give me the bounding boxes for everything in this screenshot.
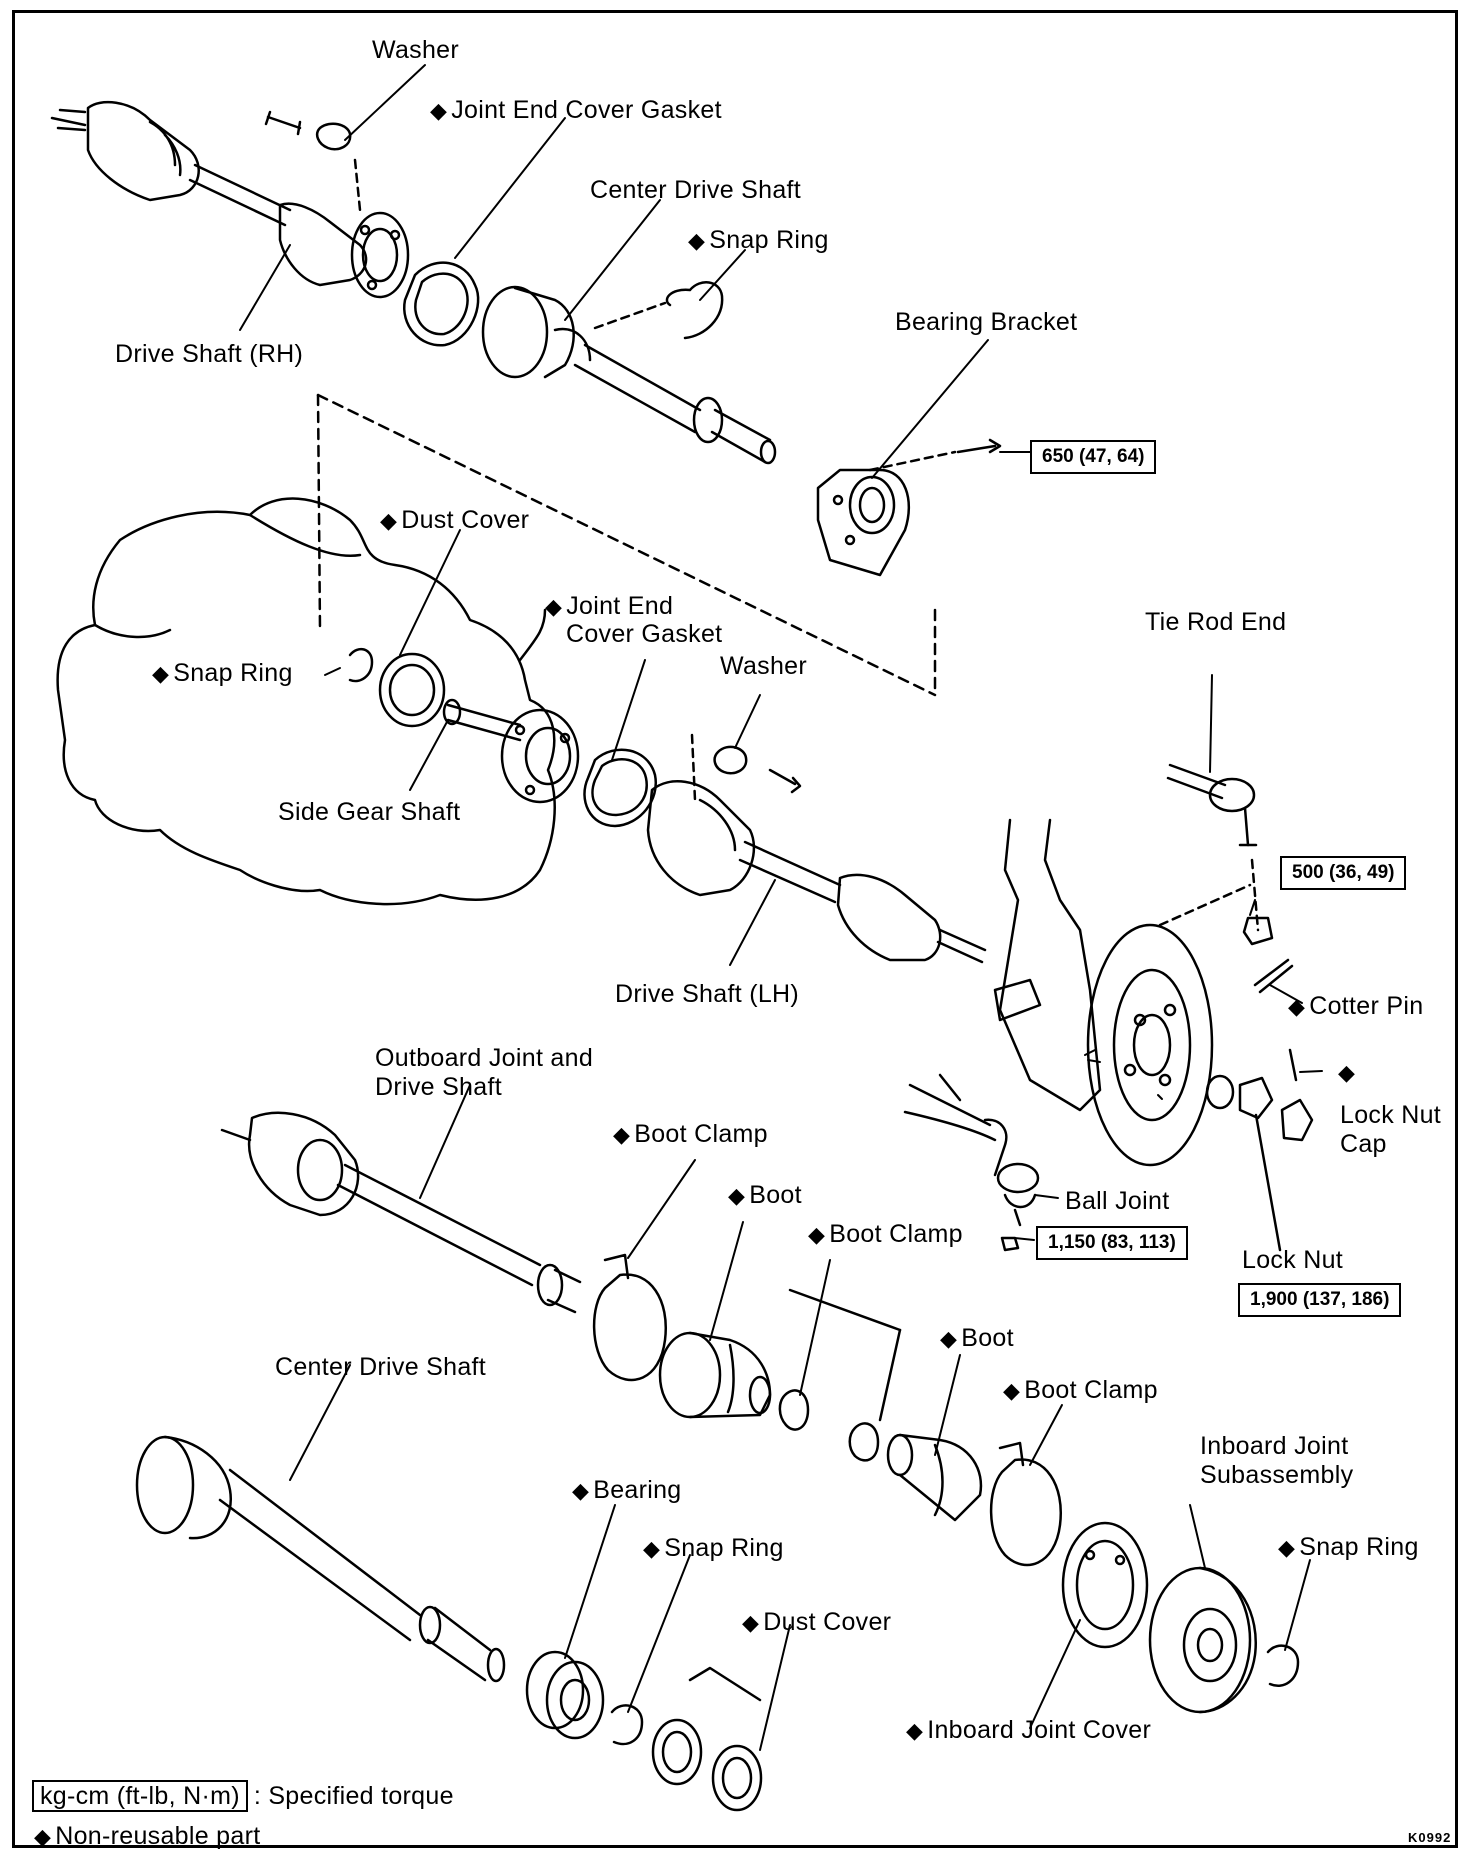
label-side-gear-shaft: Side Gear Shaft <box>278 798 461 826</box>
label-snap-ring-bottom-mid: ◆Snap Ring <box>643 1534 784 1562</box>
snap-ring-mid-drawing <box>348 647 374 683</box>
label-inboard-joint-2: Subassembly <box>1200 1461 1354 1489</box>
leader-lines <box>239 64 1323 1751</box>
center-drive-shaft-bottom-drawing <box>135 1435 506 1683</box>
washer-mid-drawing <box>713 745 748 775</box>
snap-ring-bottom-right-drawing <box>1266 1644 1300 1687</box>
legend-unit-box: kg-cm (ft-lb, N·m) <box>32 1780 248 1812</box>
boot-clamp-3-drawing <box>848 1422 880 1462</box>
label-outboard-joint-2: Drive Shaft <box>375 1073 502 1101</box>
castle-nut-drawing <box>1242 916 1274 946</box>
bearing-bracket-drawing <box>816 438 1002 577</box>
torque-bearing-bracket-bolt: 650 (47, 64) <box>1030 440 1157 474</box>
label-lock-nut-cap-1: Lock Nut <box>1340 1101 1442 1129</box>
label-bearing-bracket: Bearing Bracket <box>895 308 1078 336</box>
hub-washer-drawing <box>1205 1074 1235 1110</box>
boot-2-drawing <box>886 1433 983 1522</box>
dust-cover-bottom-drawing <box>651 1718 763 1812</box>
knuckle-disc-drawing <box>993 818 1214 1167</box>
label-dust-cover-mid: ◆Dust Cover <box>380 506 530 534</box>
lock-nut-cap-drawing <box>1280 1098 1314 1142</box>
snap-ring-bottom-mid-drawing <box>610 1704 644 1746</box>
label-ball-joint: Ball Joint <box>1065 1187 1170 1215</box>
boot-clamp-1-drawing <box>592 1253 668 1382</box>
transaxle-outline <box>56 497 556 906</box>
inboard-joint-drawing <box>1148 1566 1257 1714</box>
label-dust-cover-bottom: ◆Dust Cover <box>742 1608 892 1636</box>
diagram-frame <box>12 10 1458 1848</box>
legend-specified-torque: kg-cm (ft-lb, N·m): Specified torque <box>32 1780 454 1812</box>
boot-clamp-2-drawing <box>778 1389 810 1431</box>
dust-cover-mid-drawing <box>378 652 446 728</box>
label-boot-1: ◆Boot <box>728 1181 802 1209</box>
label-inboard-joint-cover: ◆Inboard Joint Cover <box>906 1716 1152 1744</box>
outboard-joint-shaft-drawing <box>220 1111 582 1314</box>
label-tie-rod-end: Tie Rod End <box>1145 608 1287 636</box>
label-washer-mid: Washer <box>720 652 808 680</box>
cotter-pin-drawing <box>1253 958 1294 994</box>
lock-nut-drawing <box>1238 1076 1274 1120</box>
label-outboard-joint-1: Outboard Joint and <box>375 1044 594 1072</box>
label-boot-clamp-1: ◆Boot Clamp <box>613 1120 768 1148</box>
label-drive-shaft-lh: Drive Shaft (LH) <box>615 980 800 1008</box>
torque-ball-joint-bolt: 1,150 (83, 113) <box>1036 1226 1188 1260</box>
tie-rod-end-drawing <box>1166 763 1258 847</box>
gasket-mid-drawing <box>583 748 658 828</box>
label-boot-2: ◆Boot <box>940 1324 1014 1352</box>
label-boot-clamp-3: ◆Boot Clamp <box>1003 1376 1158 1404</box>
label-boot-clamp-2: ◆Boot Clamp <box>808 1220 963 1248</box>
ball-joint-drawing <box>996 1162 1040 1227</box>
drive-shaft-rh-drawing <box>50 100 410 299</box>
drive-shaft-lh-drawing <box>646 780 987 964</box>
label-snap-ring-bottom-right: ◆Snap Ring <box>1278 1533 1419 1561</box>
inboard-joint-cover-drawing <box>1061 1521 1149 1649</box>
side-gear-shaft-drawing <box>442 698 580 804</box>
label-snap-ring-top: ◆Snap Ring <box>688 226 829 254</box>
label-lock-nut-cap-2: Cap <box>1340 1130 1387 1158</box>
label-lock-nut: Lock Nut <box>1242 1246 1344 1274</box>
gasket-top-drawing <box>402 261 480 347</box>
label-bearing: ◆Bearing <box>572 1476 682 1504</box>
label-washer-top: Washer <box>372 36 460 64</box>
label-cotter-pin: ◆Cotter Pin <box>1288 992 1424 1020</box>
snap-ring-top-drawing <box>665 281 724 340</box>
label-joint-end-cover-gasket-top: ◆Joint End Cover Gasket <box>430 96 722 124</box>
lower-arm-drawing <box>903 1073 1008 1177</box>
label-diamond-pin: ◆ <box>1338 1060 1356 1085</box>
label-snap-ring-mid: ◆Snap Ring <box>152 659 293 687</box>
label-joint-end-mid-1: ◆Joint End <box>545 592 674 620</box>
torque-lock-nut: 1,900 (137, 186) <box>1238 1283 1402 1317</box>
torque-tie-rod-nut: 500 (36, 49) <box>1280 856 1407 890</box>
bearing-drawing <box>525 1650 605 1740</box>
label-center-drive-shaft-top: Center Drive Shaft <box>590 176 802 204</box>
label-drive-shaft-rh: Drive Shaft (RH) <box>115 340 304 368</box>
label-inboard-joint-1: Inboard Joint <box>1200 1432 1349 1460</box>
label-joint-end-mid-2: Cover Gasket <box>566 620 723 648</box>
center-drive-shaft-top-drawing <box>481 285 777 465</box>
figure-code: K0992 <box>1408 1830 1452 1845</box>
boot-clamp-4-drawing <box>989 1441 1063 1567</box>
legend-nonreusable: ◆Non-reusable part <box>34 1822 261 1850</box>
label-center-drive-shaft-bottom: Center Drive Shaft <box>275 1353 487 1381</box>
boot-1-drawing <box>658 1331 772 1419</box>
